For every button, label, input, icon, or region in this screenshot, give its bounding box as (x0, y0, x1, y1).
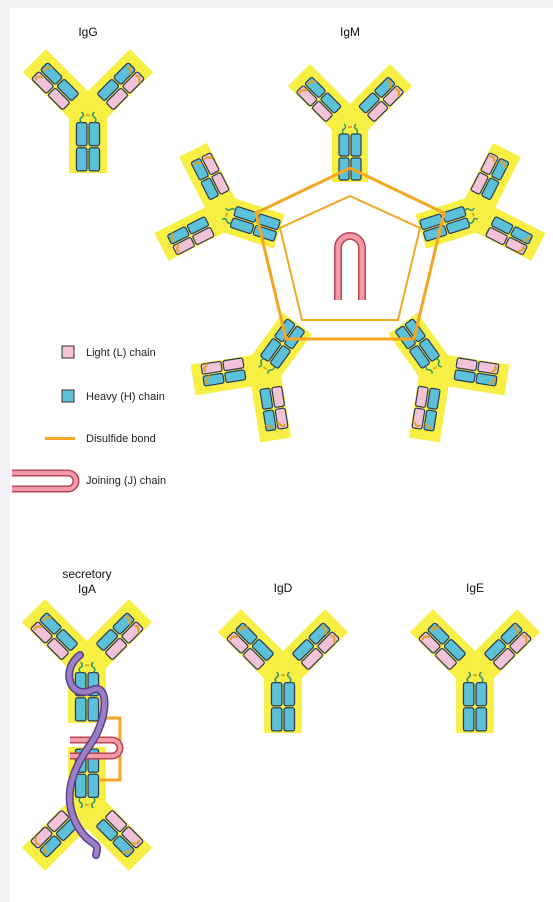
joining-chain-swatch-outline (12, 473, 76, 489)
legend-light-label: Light (L) chain (86, 347, 156, 359)
igm-joining-chain-outline (338, 236, 362, 300)
hinge-disulfide-bond (473, 674, 477, 676)
title-iga-line1: secretory (62, 567, 111, 581)
antibody-igm-unit-right (402, 136, 553, 290)
iga-monomer-bottom (22, 747, 152, 871)
antibody-glow (402, 136, 553, 290)
igm-disulfide-pentagon (256, 168, 444, 339)
heavy-chain-stem-domain (75, 698, 86, 721)
antibody-ige (410, 609, 540, 733)
heavy-chain-stem-domain (76, 123, 87, 146)
heavy-chain-stem-domain (76, 148, 87, 171)
antibody-igm-unit-top (288, 64, 412, 182)
hinge-disulfide-bond (86, 114, 90, 116)
heavy-chain-stem-domain (89, 148, 100, 171)
heavy-chain-stem-domain (271, 683, 282, 706)
antibody-igg (23, 49, 153, 173)
disulfide-bond-swatch (45, 437, 75, 440)
hinge-disulfide-bond (348, 126, 352, 128)
heavy-chain-stem-domain (284, 683, 295, 706)
heavy-chain-stem-domain (476, 708, 487, 731)
hinge-disulfide-bond (85, 804, 89, 806)
legend: Light (L) chain Heavy (H) chain Disulfid… (12, 346, 166, 489)
heavy-chain-swatch (62, 390, 74, 402)
antibody-igm-unit-bottom-left (178, 287, 348, 455)
heavy-chain-stem-domain (88, 774, 99, 797)
title-igg: IgG (78, 25, 97, 39)
heavy-chain-stem-domain (351, 134, 361, 156)
antibody-glow (148, 136, 299, 290)
title-ige: IgE (466, 581, 484, 595)
hinge-disulfide-bond (281, 674, 285, 676)
heavy-chain-stem-domain (271, 708, 282, 731)
heavy-chain-stem-domain (88, 698, 99, 721)
igm-inner-disulfide-ring (280, 196, 420, 320)
antibody-igm-unit-bottom-right (353, 287, 523, 455)
antibody-igd (218, 609, 348, 733)
heavy-chain-stem-domain (463, 683, 474, 706)
antibody-secretory-iga (22, 599, 152, 871)
heavy-chain-stem-domain (89, 123, 100, 146)
antibody-igm-unit-left (148, 136, 299, 290)
hinge-disulfide-bond (85, 664, 89, 666)
light-chain-swatch (62, 346, 74, 358)
title-igd: IgD (274, 581, 293, 595)
heavy-chain-stem-domain (284, 708, 295, 731)
heavy-chain-stem-domain (339, 134, 349, 156)
iga-monomer-top (22, 599, 152, 723)
title-igm: IgM (340, 25, 360, 39)
heavy-chain-stem-domain (463, 708, 474, 731)
legend-disulfide-label: Disulfide bond (86, 433, 156, 445)
igm-pentamer-links (256, 168, 444, 339)
title-iga-line2: IgA (78, 582, 96, 596)
legend-heavy-label: Heavy (H) chain (86, 391, 165, 403)
heavy-chain-stem-domain (476, 683, 487, 706)
legend-joining-label: Joining (J) chain (86, 475, 166, 487)
